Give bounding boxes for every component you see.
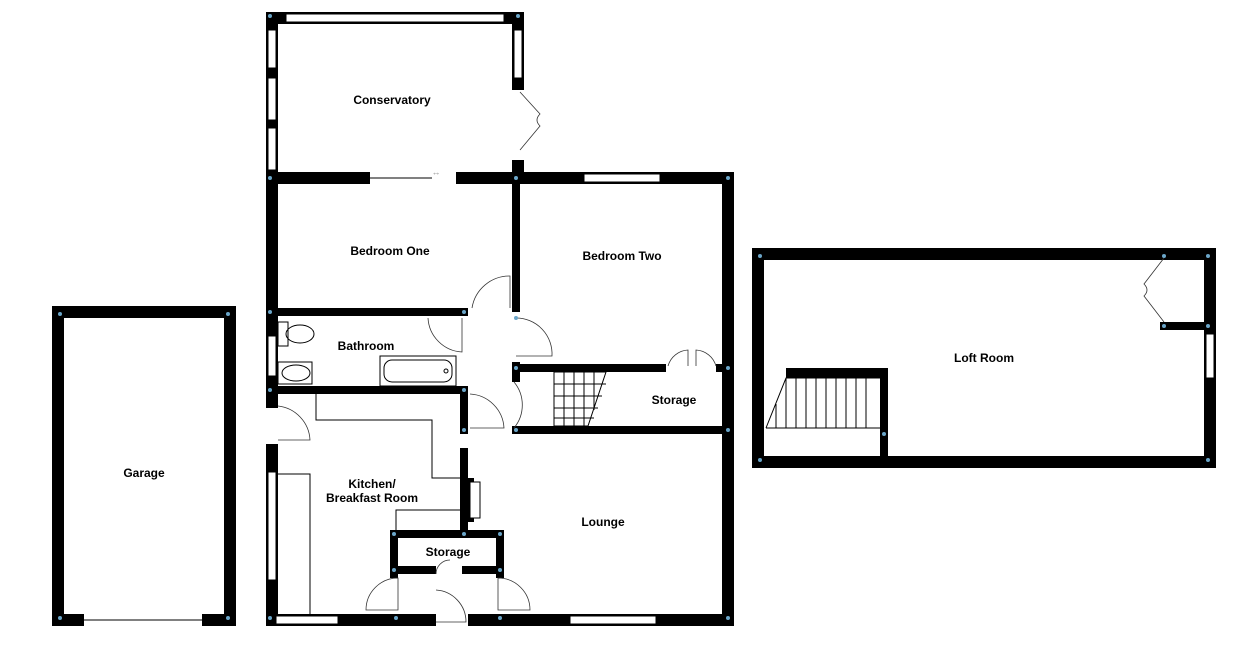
kitchen-window: [267, 471, 277, 581]
kitchen-label-line2: Breakfast Room: [326, 491, 418, 505]
conservatory-window-left-1: [267, 29, 277, 69]
loft-staircase: [765, 377, 880, 429]
svg-text:↔: ↔: [432, 167, 441, 177]
main-house: ↔: [266, 12, 734, 626]
bedroom-two-window: [583, 173, 661, 183]
bedroom-two-label: Bedroom Two: [582, 249, 661, 263]
conservatory-window-left-2: [267, 77, 277, 121]
loft: [752, 248, 1216, 468]
kitchen-label-line1: Kitchen/: [348, 477, 396, 491]
storage-upper-label: Storage: [652, 393, 697, 407]
toilet-icon: [277, 321, 315, 347]
conservatory-door: [519, 91, 541, 151]
kitchen-worktop-left: [278, 473, 311, 614]
door-swings: [277, 275, 717, 623]
lounge-label: Lounge: [581, 515, 625, 529]
kitchen-window-bottom: [275, 615, 339, 625]
lounge-window: [569, 615, 657, 625]
kitchen-worktop-lower: [395, 509, 460, 530]
garage-label: Garage: [123, 466, 165, 480]
staircase: [553, 371, 607, 427]
conservatory-label: Conservatory: [353, 93, 431, 107]
bedroom-one-label: Bedroom One: [350, 244, 430, 258]
bathtub-icon: [379, 355, 457, 387]
loft-door: [1143, 257, 1165, 323]
conservatory-window-top: [285, 13, 505, 23]
sink-icon: [277, 361, 313, 385]
garage: [52, 306, 236, 626]
fireplace: [469, 481, 481, 519]
corner-nodes: [58, 14, 1210, 620]
bathroom-window: [267, 335, 277, 377]
kitchen-worktop-upper: [315, 394, 460, 479]
conservatory-window-left-3: [267, 127, 277, 171]
loft-room-label: Loft Room: [954, 351, 1014, 365]
bathroom-label: Bathroom: [338, 339, 395, 353]
loft-window: [1205, 333, 1215, 379]
storage-lower-label: Storage: [426, 545, 471, 559]
conservatory-window-right: [513, 29, 523, 79]
